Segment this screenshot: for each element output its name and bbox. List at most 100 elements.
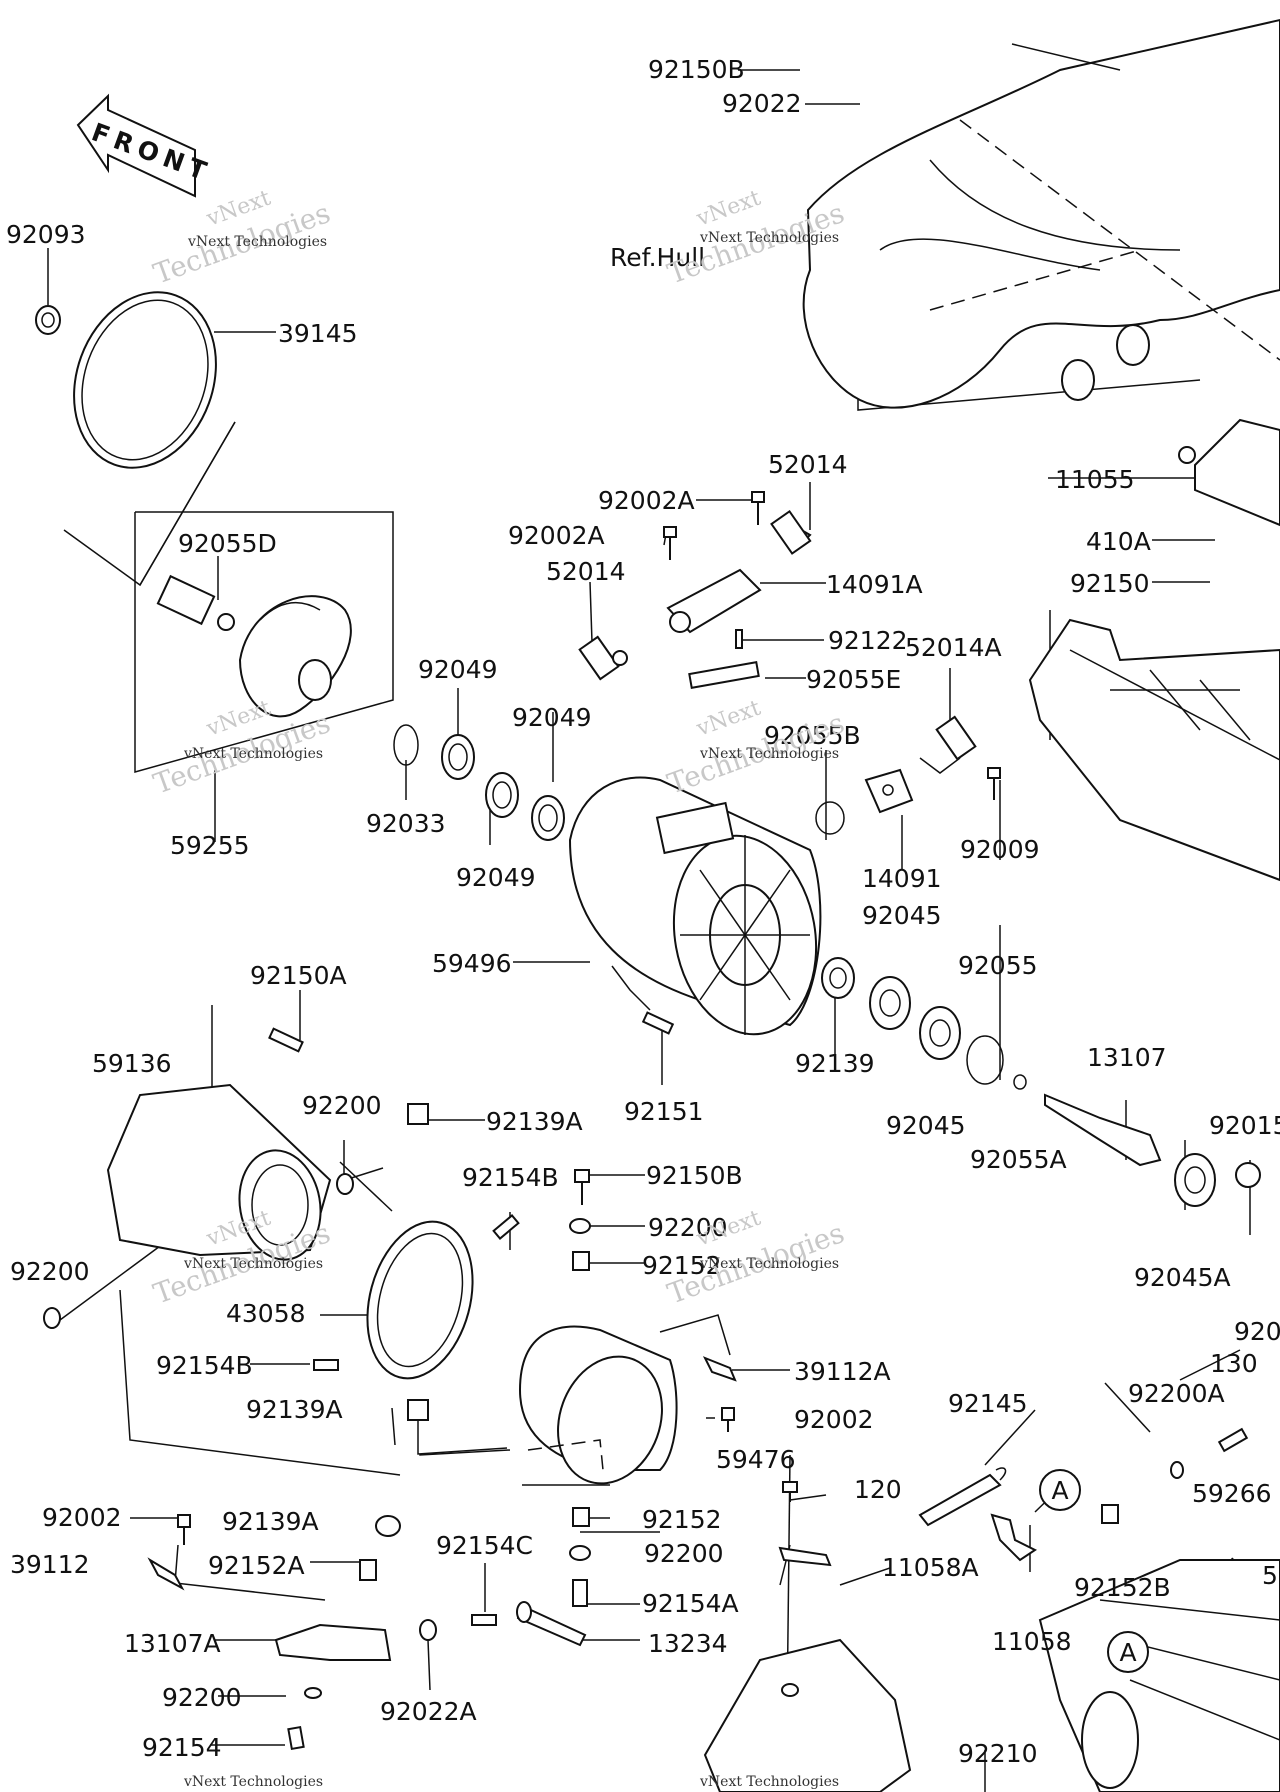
label-11055: 11055	[1055, 465, 1135, 494]
part-92049-seal-2	[485, 772, 519, 818]
label-92200A: 92200A	[1128, 1379, 1225, 1408]
label-13107A: 13107A	[124, 1629, 221, 1658]
svg-text:vNext Technologies: vNext Technologies	[699, 1774, 839, 1790]
svg-text:vNext Technologies: vNext Technologies	[187, 234, 327, 250]
label-92154B-2: 92154B	[156, 1351, 253, 1380]
label-92145: 92145	[948, 1389, 1028, 1418]
part-14091a-fitting	[666, 568, 762, 634]
label-92151: 92151	[624, 1097, 704, 1126]
svg-text:vNext Technologies: vNext Technologies	[699, 1256, 839, 1272]
label-92152B: 92152B	[1074, 1573, 1171, 1602]
label-92152A: 92152A	[208, 1551, 305, 1580]
part-92151-bolt	[641, 1011, 675, 1035]
label-92002A-2: 92002A	[508, 521, 605, 550]
label-92139A-1: 92139A	[486, 1107, 583, 1136]
label-92210: 92210	[958, 1739, 1038, 1768]
part-120-bolt	[782, 1481, 798, 1502]
part-92002a-bolt-2	[663, 526, 677, 560]
label-5-right: 5	[1262, 1561, 1278, 1590]
label-92002A-1: 92002A	[598, 486, 695, 515]
svg-text:A: A	[1119, 1638, 1136, 1667]
front-arrow-icon: FRONT	[76, 93, 216, 198]
part-39112-lever	[147, 1557, 185, 1591]
label-14091: 14091	[862, 864, 942, 893]
hull-floor	[703, 1638, 912, 1792]
label-39112: 39112	[10, 1550, 90, 1579]
svg-text:vNext: vNext	[693, 186, 765, 232]
part-39112a-lever	[702, 1356, 737, 1382]
part-92049-seal-1	[441, 734, 475, 780]
svg-text:vNext: vNext	[693, 696, 765, 742]
part-59496-pump-housing	[568, 776, 822, 1036]
label-92093: 92093	[6, 220, 86, 249]
part-92009-screw	[987, 767, 1001, 800]
label-92022A: 92022A	[380, 1697, 477, 1726]
label-13234: 13234	[648, 1629, 728, 1658]
label-92015: 92015	[1209, 1111, 1280, 1140]
part-labels: 92150B 92022 92093 39145 92055D 59255 52…	[6, 55, 1280, 1768]
part-92002-bolt-2	[177, 1514, 191, 1545]
label-92045A: 92045A	[1134, 1263, 1231, 1292]
label-92150A: 92150A	[250, 961, 347, 990]
label-92049-2: 92049	[512, 703, 592, 732]
label-11058: 11058	[992, 1627, 1072, 1656]
part-92055-oring	[966, 1035, 1004, 1085]
label-92055D: 92055D	[178, 529, 277, 558]
part-92055b-oring	[815, 801, 845, 835]
part-92200-washer-4	[304, 1687, 322, 1699]
label-92055: 92055	[958, 951, 1038, 980]
part-39145-ring	[73, 291, 217, 469]
label-43058: 43058	[226, 1299, 306, 1328]
part-92200-washer-2	[569, 1218, 591, 1234]
part-92093-nut	[35, 305, 61, 335]
part-92139-bushing	[821, 957, 855, 999]
label-92055B: 92055B	[764, 721, 861, 750]
part-92200-washer-left	[43, 1307, 61, 1329]
label-59255: 59255	[170, 831, 250, 860]
svg-text:vNext Technologies: vNext Technologies	[183, 746, 323, 762]
part-11058-bracket	[990, 1513, 1037, 1562]
label-92139A-2: 92139A	[246, 1395, 343, 1424]
label-92200-2: 92200	[648, 1213, 728, 1242]
label-92154B-1: 92154B	[462, 1163, 559, 1192]
part-52014-elbow-top	[770, 509, 812, 555]
intake-grate	[1028, 618, 1280, 882]
label-52014-left: 52014	[546, 557, 626, 586]
svg-text:vNext Technologies: vNext Technologies	[183, 1256, 323, 1272]
label-92152-1: 92152	[642, 1251, 722, 1280]
part-92055e-gasket	[688, 661, 760, 689]
part-92015-nut	[1235, 1162, 1261, 1188]
label-92122: 92122	[828, 626, 908, 655]
label-92002-1: 92002	[794, 1405, 874, 1434]
part-92152b-collar	[1101, 1504, 1119, 1524]
label-130: 130	[1210, 1349, 1258, 1378]
part-92154a-bolt	[572, 1579, 588, 1607]
callout-a-lower: A	[1107, 1631, 1149, 1673]
part-52014-elbow-left	[578, 635, 628, 681]
label-92009: 92009	[960, 835, 1040, 864]
label-92150: 92150	[1070, 569, 1150, 598]
label-410A: 410A	[1086, 527, 1151, 556]
part-92200-washer-3	[569, 1545, 591, 1561]
part-92049-seal-3	[531, 795, 565, 841]
part-13234-shaft	[516, 1601, 587, 1647]
part-130-bolt	[1217, 1427, 1249, 1453]
label-92154C: 92154C	[436, 1531, 533, 1560]
part-92152a-collar	[359, 1559, 377, 1581]
label-92139A-3: 92139A	[222, 1507, 319, 1536]
part-92002a-bolt-1	[751, 491, 765, 525]
label-92200-4: 92200	[162, 1683, 242, 1712]
part-92045-bearing-2	[919, 1006, 961, 1060]
svg-text:A: A	[1051, 1476, 1068, 1505]
label-92055A: 92055A	[970, 1145, 1067, 1174]
label-92139: 92139	[795, 1049, 875, 1078]
part-92154c-bolt	[471, 1614, 497, 1626]
part-14091-plate	[864, 768, 914, 814]
part-92152-collar-2	[572, 1507, 590, 1527]
part-92045-bearing-1	[869, 976, 911, 1030]
label-39145: 39145	[278, 319, 358, 348]
label-59136: 59136	[92, 1049, 172, 1078]
part-59136-nozzle	[106, 1083, 332, 1261]
callout-a-upper: A	[1039, 1469, 1081, 1511]
